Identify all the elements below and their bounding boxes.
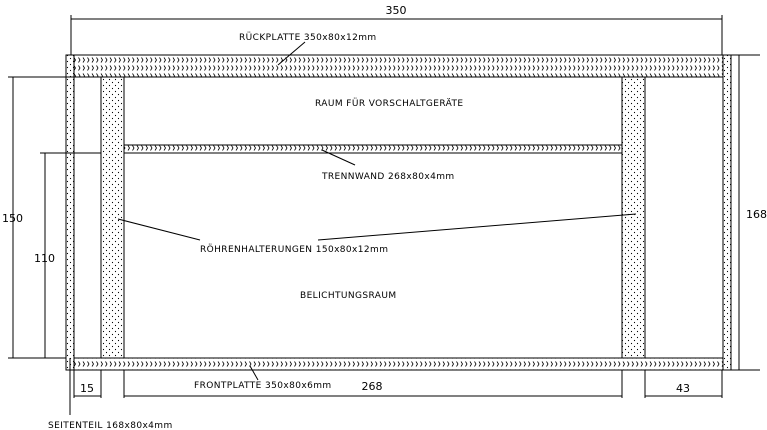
total-height-label: 168 xyxy=(746,208,767,221)
front-width-label: 268 xyxy=(362,380,383,393)
front-plate xyxy=(65,357,732,371)
total-width-label: 350 xyxy=(386,4,407,17)
tube-holder-left xyxy=(100,76,125,359)
ballast-space-label: RAUM FÜR VORSCHALTGERÄTE xyxy=(315,98,463,109)
holder-height-dimension: 150 xyxy=(2,76,101,359)
exposure-height-label: 110 xyxy=(34,252,55,265)
side-part-right xyxy=(722,54,732,371)
divider-wall xyxy=(123,144,623,154)
right-offset-dimension: 43 xyxy=(644,370,723,398)
side-offset-dimension: 15 xyxy=(73,370,102,398)
back-plate-label: RÜCKPLATTE 350x80x12mm xyxy=(239,32,377,43)
back-plate xyxy=(65,54,732,78)
front-plate-label: FRONTPLATTE 350x80x6mm xyxy=(194,381,332,391)
exposure-height-dimension: 110 xyxy=(34,152,101,358)
tube-holders-label: RÖHRENHALTERUNGEN 150x80x12mm xyxy=(200,244,388,255)
total-height-dimension: 168 xyxy=(731,54,767,371)
leader-lines xyxy=(69,41,637,415)
front-width-dimension: 268 xyxy=(123,370,623,398)
divider-wall-label: TRENNWAND 268x80x4mm xyxy=(321,172,455,182)
tube-holder-right xyxy=(621,76,646,359)
side-part-left xyxy=(65,54,75,371)
top-dimension: 350 xyxy=(70,4,723,55)
exposure-space-label: BELICHTUNGSRAUM xyxy=(300,291,396,301)
side-offset-label: 15 xyxy=(80,382,94,395)
right-offset-label: 43 xyxy=(676,382,690,395)
side-part-label: SEITENTEIL 168x80x4mm xyxy=(48,421,173,430)
holder-height-label: 150 xyxy=(2,212,23,225)
